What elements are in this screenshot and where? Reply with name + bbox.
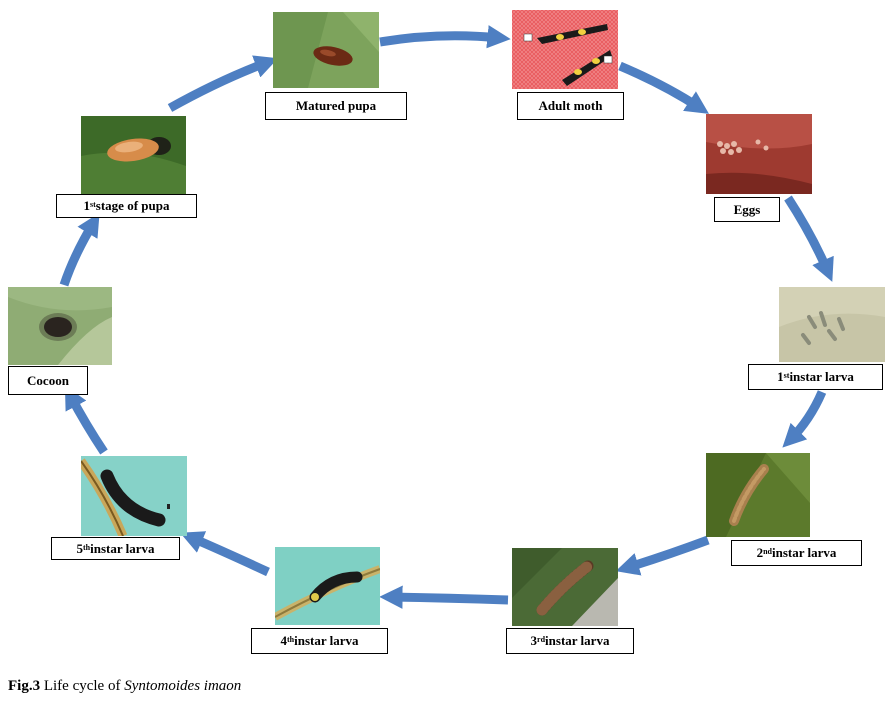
arrow-larva5-to-cocoon bbox=[64, 385, 108, 455]
photo-1st-instar-larva bbox=[779, 287, 885, 362]
photo-2nd-instar-larva bbox=[706, 453, 810, 537]
photo-4th-instar-larva bbox=[275, 547, 380, 625]
arrow-moth-to-eggs bbox=[618, 61, 710, 114]
photo-adult-moth bbox=[512, 10, 618, 89]
label-eggs: Eggs bbox=[714, 197, 780, 222]
arrow-pupa-to-moth bbox=[379, 25, 511, 49]
photo-1st-stage-of-pupa bbox=[81, 116, 186, 194]
arrow-eggs-to-larva1 bbox=[784, 195, 834, 282]
photo-eggs bbox=[706, 114, 812, 194]
species-name: Syntomoides imaon bbox=[124, 678, 242, 694]
label-adult-moth: Adult moth bbox=[517, 92, 624, 120]
label-matured-pupa: Matured pupa bbox=[265, 92, 407, 120]
photo-cocoon bbox=[8, 287, 112, 365]
figure-number: Fig.3 bbox=[8, 678, 41, 694]
arrow-pupa1-to-matured bbox=[167, 55, 279, 112]
arrow-larva2-to-larva3 bbox=[615, 535, 710, 576]
arrow-larva4-to-larva5 bbox=[180, 531, 270, 577]
arrow-larva3-to-larva4 bbox=[379, 585, 509, 609]
label-cocoon: Cocoon bbox=[8, 366, 88, 395]
photo-3rd-instar-larva bbox=[512, 548, 618, 626]
photo-5th-instar-larva bbox=[81, 456, 187, 536]
arrow-cocoon-to-pupa1 bbox=[59, 212, 100, 287]
arrow-larva1-to-larva2 bbox=[782, 390, 827, 448]
photo-matured-pupa bbox=[273, 12, 379, 88]
caption-text: Life cycle of bbox=[43, 678, 121, 694]
figure-caption: Fig.3 Life cycle of Syntomoides imaon bbox=[8, 678, 241, 695]
